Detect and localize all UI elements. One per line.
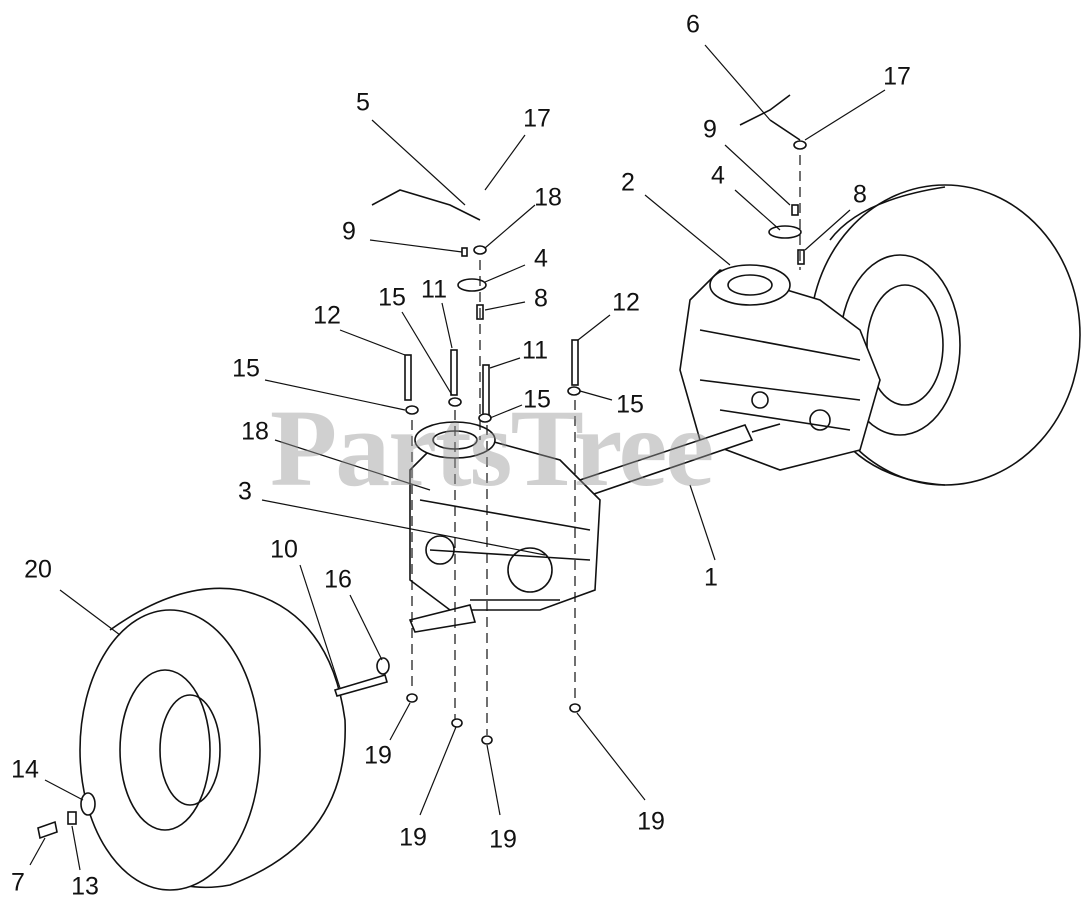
watermark: PartsTree — [270, 387, 714, 509]
leader-line — [299, 564, 341, 689]
callout-19[interactable]: 19 — [399, 823, 427, 852]
right-transaxle — [679, 264, 881, 471]
assembly-lines — [411, 155, 801, 735]
leader-line — [71, 825, 81, 871]
callout-19[interactable]: 19 — [364, 741, 392, 770]
leader-line — [419, 726, 457, 816]
callout-13[interactable]: 13 — [71, 872, 99, 901]
leader-line — [704, 44, 771, 121]
leader-line — [371, 119, 466, 206]
callout-9[interactable]: 9 — [342, 217, 356, 246]
leader-line — [484, 204, 536, 249]
callout-15[interactable]: 15 — [523, 385, 551, 414]
leader-line — [264, 379, 406, 411]
callout-15[interactable]: 15 — [378, 283, 406, 312]
callout-3[interactable]: 3 — [238, 477, 252, 506]
callout-2[interactable]: 2 — [621, 168, 635, 197]
callout-14[interactable]: 14 — [11, 755, 39, 784]
callout-10[interactable]: 10 — [270, 535, 298, 564]
callout-5[interactable]: 5 — [356, 88, 370, 117]
leader-line — [689, 484, 716, 561]
callout-6[interactable]: 6 — [686, 10, 700, 39]
leader-line — [804, 209, 851, 251]
leader-line — [59, 589, 121, 636]
leader-line — [339, 329, 406, 356]
callout-20[interactable]: 20 — [24, 555, 52, 584]
callout-15[interactable]: 15 — [616, 390, 644, 419]
leader-line — [644, 194, 731, 266]
leader-line — [576, 712, 646, 801]
leader-line — [489, 357, 521, 369]
callout-7[interactable]: 7 — [11, 868, 25, 897]
leader-line — [44, 779, 84, 801]
leader-line — [389, 702, 411, 741]
left-tire — [79, 587, 346, 891]
callout-18[interactable]: 18 — [534, 183, 562, 212]
left-transaxle — [408, 421, 601, 633]
leader-line — [401, 311, 453, 396]
leader-line — [724, 144, 791, 206]
leader-line — [579, 390, 613, 401]
leader-line — [441, 302, 453, 349]
leader-line — [804, 89, 886, 141]
callout-9[interactable]: 9 — [703, 115, 717, 144]
leader-line — [486, 744, 501, 816]
leader-line — [577, 314, 611, 341]
callout-4[interactable]: 4 — [534, 244, 548, 273]
callout-4[interactable]: 4 — [711, 161, 725, 190]
callout-18[interactable]: 18 — [241, 417, 269, 446]
leader-line — [734, 189, 781, 231]
callout-17[interactable]: 17 — [883, 62, 911, 91]
leader-line — [29, 837, 46, 866]
leader-line — [274, 439, 431, 491]
leader-line — [349, 594, 383, 661]
callout-12[interactable]: 12 — [313, 301, 341, 330]
leader-line — [484, 134, 526, 191]
callout-12[interactable]: 12 — [612, 288, 640, 317]
leader-line — [489, 404, 523, 419]
callout-8[interactable]: 8 — [534, 284, 548, 313]
leader-lines — [29, 44, 886, 871]
hardware — [37, 94, 807, 840]
callout-11[interactable]: 11 — [421, 275, 447, 304]
callout-19[interactable]: 19 — [489, 825, 517, 854]
callout-19[interactable]: 19 — [637, 807, 665, 836]
callout-8[interactable]: 8 — [853, 180, 867, 209]
leader-line — [484, 301, 526, 311]
leader-line — [369, 239, 463, 253]
callout-17[interactable]: 17 — [523, 104, 551, 133]
leader-line — [261, 499, 546, 556]
callout-11[interactable]: 11 — [522, 336, 548, 365]
callout-1[interactable]: 1 — [704, 563, 718, 592]
callout-15[interactable]: 15 — [232, 354, 260, 383]
callout-16[interactable]: 16 — [324, 565, 352, 594]
leader-line — [484, 264, 526, 283]
